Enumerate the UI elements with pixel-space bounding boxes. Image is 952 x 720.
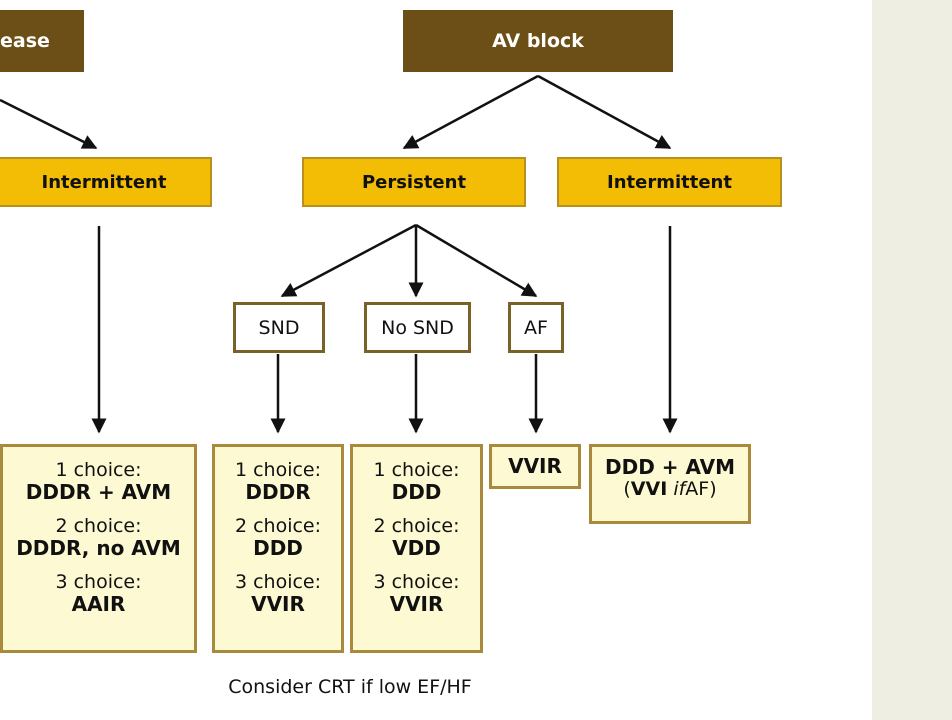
persistent-label: Persistent <box>361 171 467 193</box>
outcome-left-choice3-value: AAIR <box>71 592 126 616</box>
outcome-left-choice1-label: 1 choice: <box>55 459 142 481</box>
arrow-persistent-to-snd <box>280 223 417 298</box>
outcome-af-value: VVIR <box>508 454 562 478</box>
outcome-no-snd-choice1-value: DDD <box>391 480 442 504</box>
intermittent-left-label: Intermittent <box>41 171 167 193</box>
crt-footnote: Consider CRT if low EF/HF <box>228 676 472 698</box>
root-box-av-block-label: AV block <box>492 30 584 52</box>
outcome-snd-choice2-label: 2 choice: <box>234 515 322 537</box>
arrow-av-to-persistent <box>402 74 539 150</box>
outcome-snd-choice3-label: 3 choice: <box>234 571 322 593</box>
root-box-av-block: AV block <box>403 10 673 72</box>
outcome-left-box: 1 choice: DDDR + AVM 2 choice: DDDR, no … <box>0 444 197 653</box>
outcome-no-snd-choice2-value: VDD <box>392 536 441 560</box>
outcome-left-choice2-value: DDDR, no AVM <box>16 536 181 560</box>
outcome-right-paren: ( <box>623 478 631 500</box>
outcome-right-mode: VVI <box>630 478 668 500</box>
snd-label: SND <box>258 316 300 339</box>
outcome-right-if: if <box>673 478 686 500</box>
outcome-right-line1: DDD + AVM <box>605 455 735 479</box>
arrow-av-to-intermittent <box>537 74 672 150</box>
outcome-no-snd-choice1-label: 1 choice: <box>373 459 460 481</box>
snd-box: SND <box>233 302 325 353</box>
flow-arrows <box>0 74 678 434</box>
outcome-no-snd-choice3-label: 3 choice: <box>373 571 460 593</box>
outcome-snd-choice2-value: DDD <box>253 536 303 560</box>
outcome-right-line2: (VVI ifAF) <box>592 478 748 500</box>
outcome-snd-choice1-label: 1 choice: <box>234 459 322 481</box>
outcome-right-box: DDD + AVM (VVI ifAF) <box>589 444 751 524</box>
outcome-no-snd-choice2-label: 2 choice: <box>373 515 460 537</box>
root-box-left: ease <box>0 10 84 72</box>
side-panel <box>872 0 952 720</box>
outcome-snd-choice3-value: VVIR <box>251 592 305 616</box>
outcome-right-af: AF) <box>685 478 717 500</box>
arrow-persistent-to-af <box>415 223 538 298</box>
af-label: AF <box>524 316 548 339</box>
intermittent-right-box: Intermittent <box>557 157 782 207</box>
no-snd-box: No SND <box>364 302 471 353</box>
outcome-no-snd-box: 1 choice: DDD 2 choice: VDD 3 choice: VV… <box>350 444 483 653</box>
intermittent-right-label: Intermittent <box>607 171 732 193</box>
outcome-snd-box: 1 choice: DDDR 2 choice: DDD 3 choice: V… <box>212 444 344 653</box>
outcome-left-choice3-label: 3 choice: <box>55 571 142 593</box>
intermittent-left-box: Intermittent <box>0 157 212 207</box>
root-box-left-label: ease <box>0 30 50 52</box>
outcome-left-choice2-label: 2 choice: <box>55 515 142 537</box>
af-box: AF <box>508 302 564 353</box>
outcome-no-snd-choice3-value: VVIR <box>389 592 444 616</box>
no-snd-label: No SND <box>381 316 454 339</box>
outcome-snd-choice1-value: DDDR <box>245 480 311 504</box>
persistent-box: Persistent <box>302 157 526 207</box>
outcome-af-box: VVIR <box>489 444 581 489</box>
outcome-left-choice1-value: DDDR + AVM <box>25 480 172 504</box>
arrow-root-left-to-intermittent <box>0 98 98 150</box>
